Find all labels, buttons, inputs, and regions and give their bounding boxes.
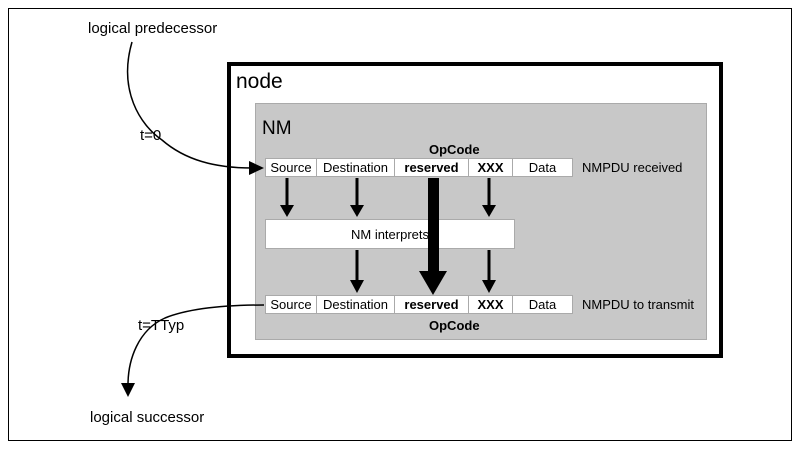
predecessor-to-source-arrow	[126, 41, 253, 169]
predecessor-arrowhead	[249, 161, 264, 175]
logical-predecessor-label: logical predecessor	[88, 20, 218, 37]
opcode-bottom-label: OpCode	[429, 318, 480, 333]
interpret-to-xxx-arrowhead	[482, 280, 496, 293]
nm-interprets-box: NM interprets	[265, 219, 515, 249]
nm-label: NM	[262, 118, 292, 139]
xxx-down-arrowhead	[482, 205, 496, 217]
nmpdu-transmit-label: NMPDU to transmit	[582, 297, 694, 312]
pdu-received-data: Data	[512, 158, 573, 177]
node-box	[227, 62, 723, 358]
logical-successor-label: logical successor	[90, 409, 205, 426]
pdu-transmit-data: Data	[512, 295, 573, 314]
transmit-to-successor-arrow	[127, 304, 265, 386]
ttyp-label: t=TTyp	[138, 317, 185, 334]
nmpdu-received-label: NMPDU received	[582, 160, 683, 175]
reserved-passthrough-arrowhead	[419, 271, 447, 295]
opcode-top-label: OpCode	[429, 142, 480, 157]
interpret-to-destination-arrowhead	[350, 280, 364, 293]
source-down-arrowhead	[280, 205, 294, 217]
destination-down-arrowhead	[350, 205, 364, 217]
nmpdu-transmit-row: Source Destination reserved XXX Data	[265, 295, 573, 314]
successor-arrowhead	[121, 383, 135, 397]
nmpdu-received-row: Source Destination reserved XXX Data	[265, 158, 573, 177]
diagram-frame	[8, 8, 792, 441]
t0-label: t=0	[140, 127, 162, 144]
node-label: node	[236, 70, 283, 93]
reserved-passthrough-arrow	[428, 178, 439, 273]
